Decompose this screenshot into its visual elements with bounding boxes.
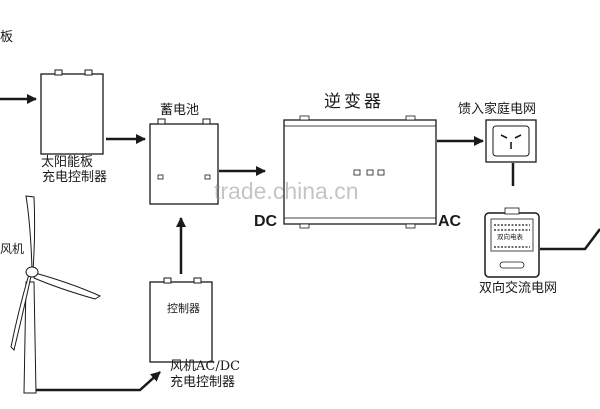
wall-socket-icon [485, 119, 537, 163]
solar-controller-label-line2: 充电控制器 [42, 170, 108, 185]
watermark-text: trade.china.cn [214, 178, 359, 204]
panel-label: 板 [0, 30, 14, 45]
solar-controller-box [40, 69, 104, 155]
line-meter-to-grid [540, 228, 600, 251]
ac-label: AC [438, 213, 462, 230]
inverter-label: 逆变器 [324, 92, 384, 112]
meter-display-label: 双向电表 [497, 233, 523, 241]
solar-controller-label-line1: 太阳能板 [41, 155, 94, 170]
dc-label: DC [254, 213, 278, 230]
battery-label: 蓄电池 [160, 103, 200, 118]
battery-box [149, 118, 219, 205]
wind-turbine-icon [10, 195, 102, 394]
grid-feed-label: 馈入家庭电网 [458, 102, 537, 117]
wind-controller-label-line2: 充电控制器 [170, 375, 236, 390]
wind-controller-box [149, 277, 213, 363]
arrow-turbine-to-wind-controller [36, 371, 161, 392]
meter-icon [484, 207, 540, 278]
bidirectional-grid-label: 双向交流电网 [479, 281, 558, 296]
inverter-box [283, 115, 437, 229]
wind-controller-label-line1: 风机AC/DC [170, 359, 241, 374]
wind-turbine-label: 风机 [0, 242, 25, 256]
controller-box-label: 控制器 [167, 302, 200, 315]
